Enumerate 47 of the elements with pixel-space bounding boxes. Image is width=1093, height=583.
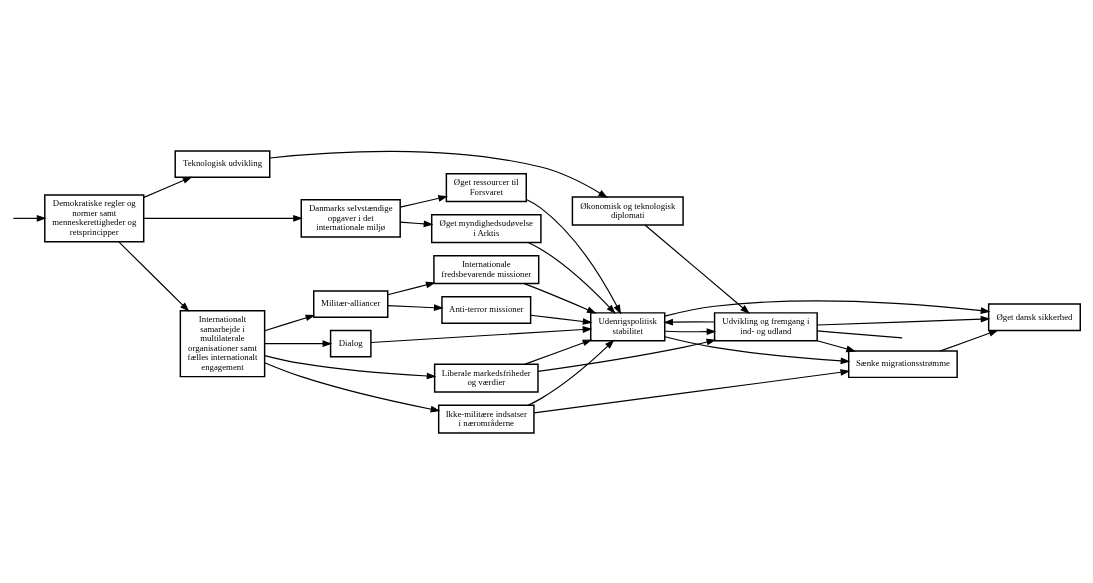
- arrow: [940, 329, 999, 351]
- arrow: [664, 335, 851, 364]
- arrow: [524, 339, 593, 365]
- node-box: Dialog: [329, 329, 372, 358]
- arrow: [663, 318, 716, 326]
- node-box: Økonomisk og teknologisk diplomati: [571, 195, 684, 226]
- node-box: Teknologisk udvikling: [174, 149, 271, 178]
- arrow: [664, 299, 991, 317]
- arrow: [370, 325, 593, 343]
- arrow: [264, 339, 333, 347]
- arrow: [12, 214, 47, 222]
- arrow: [644, 223, 750, 314]
- node-box: Internationale fredsbevarende missioner: [433, 254, 540, 284]
- arrow: [387, 303, 444, 311]
- arrow: [527, 339, 615, 406]
- arrow: [399, 220, 434, 227]
- arrow: [399, 194, 448, 208]
- arrow: [387, 281, 436, 295]
- node-box: Udvikling og fremgang i ind- og udland: [713, 311, 818, 341]
- node-box: Øget myndighedsudøvelse i Arktis: [430, 213, 542, 243]
- node-box: Danmarks selvstændige opgaver i det internationale miljø: [300, 198, 401, 238]
- arrow: [664, 327, 717, 335]
- arrow: [816, 339, 856, 352]
- node-box: Militær-alliancer: [313, 289, 389, 318]
- arrow: [264, 314, 316, 331]
- arrow: [118, 240, 190, 312]
- arrow: [816, 315, 991, 326]
- arrow: [528, 241, 616, 314]
- arrow: [264, 361, 441, 412]
- node-box: Udenrigspolitisk stabilitet: [590, 311, 666, 341]
- arrow: [143, 214, 303, 222]
- arrow: [143, 176, 193, 198]
- arrow: [269, 150, 608, 198]
- node-box: Anti-terror missioner: [441, 295, 532, 324]
- node-box: Sænke migrationsstrømme: [847, 349, 958, 378]
- node-box: Demokratiske regler og normer samt menneskerettigheder og retsprincipper: [44, 193, 145, 243]
- node-box: Øget ressourcer til Forsvaret: [445, 172, 527, 202]
- node-box: Liberale markedsfriheder og værdier: [433, 362, 539, 393]
- node-box: Ikke-militære indsatser i nærområderne: [437, 404, 535, 434]
- arrow: [537, 338, 717, 372]
- arrow: [525, 198, 622, 314]
- arrow: [530, 314, 593, 325]
- arrow: [533, 368, 851, 413]
- arrow: [264, 354, 437, 379]
- connector: [816, 329, 903, 338]
- node-box: Internationalt samarbejde i multilaterale organisationer samt fælles internationalt engagement: [179, 309, 266, 377]
- node-box: Øget dansk sikkerhed: [987, 302, 1081, 331]
